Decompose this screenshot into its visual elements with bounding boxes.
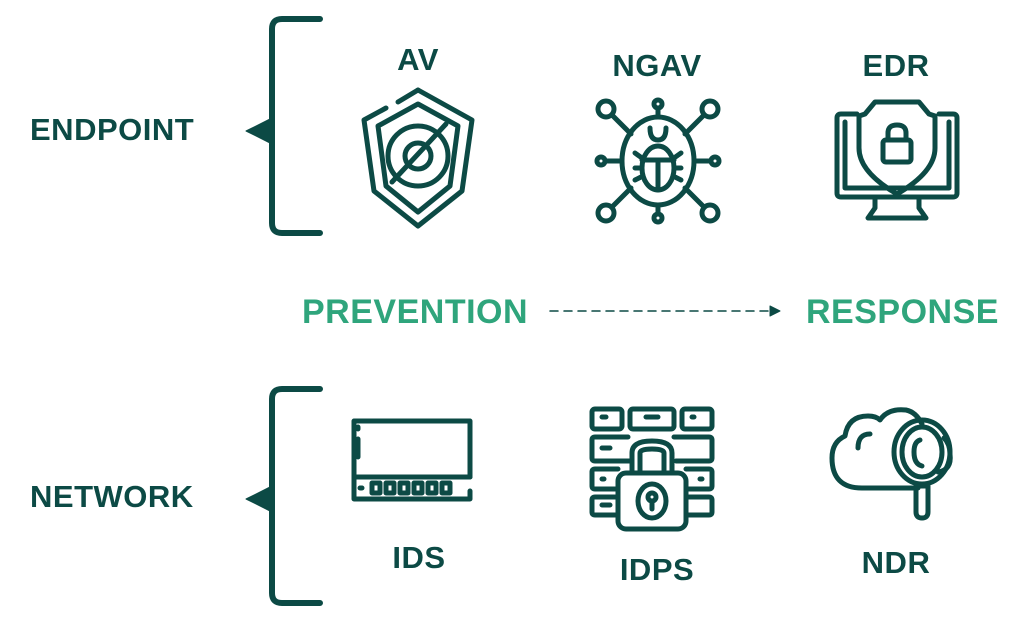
network-label: NETWORK — [30, 479, 194, 514]
edr-label: EDR — [862, 48, 930, 83]
idps-label: IDPS — [619, 552, 695, 587]
prevention-label: PREVENTION — [302, 293, 529, 331]
cloud-search-icon — [829, 407, 953, 521]
network-bracket — [245, 386, 323, 606]
response-label: RESPONSE — [806, 293, 999, 331]
network-switch-icon — [351, 418, 473, 502]
endpoint-label: ENDPOINT — [30, 112, 195, 147]
ngav-label: NGAV — [612, 48, 702, 83]
monitor-shield-lock-icon — [834, 99, 960, 221]
av-label: AV — [397, 42, 439, 77]
ndr-label: NDR — [861, 545, 931, 580]
shield-virus-icon — [361, 87, 475, 229]
firewall-lock-icon — [589, 406, 715, 532]
bug-network-icon — [594, 97, 722, 225]
ids-label: IDS — [392, 540, 446, 575]
endpoint-bracket — [245, 16, 323, 236]
dashed-arrow — [549, 305, 781, 317]
